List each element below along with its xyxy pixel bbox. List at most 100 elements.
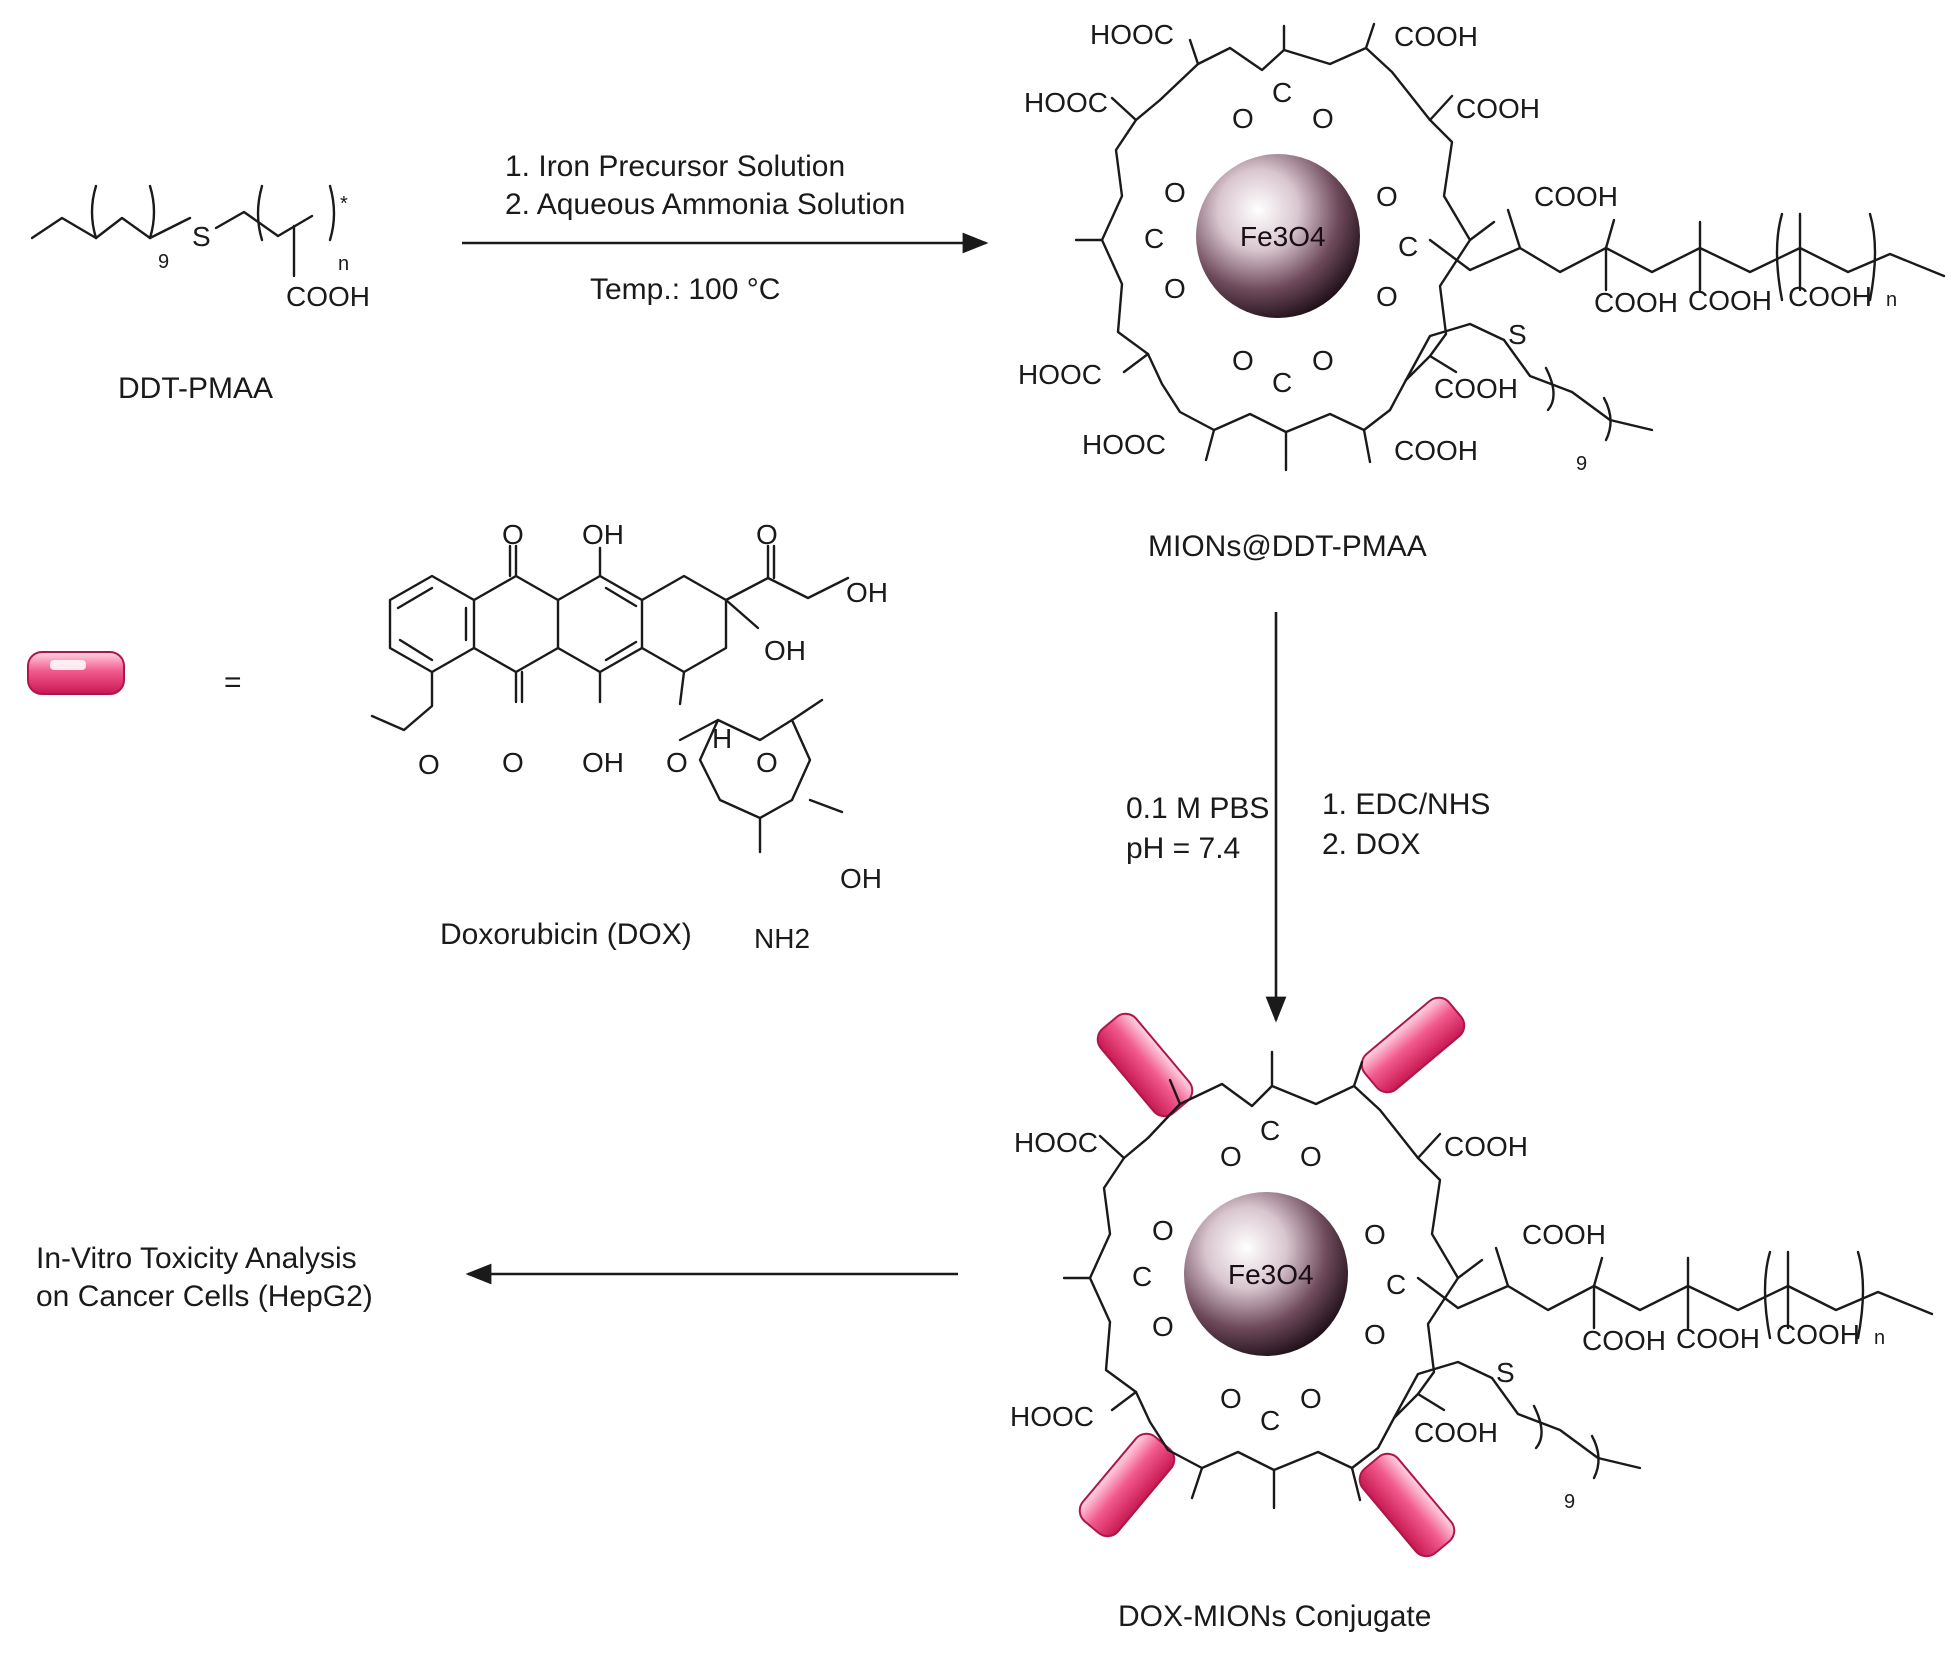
mions-label: MIONs@DDT-PMAA (1148, 530, 1427, 563)
dox-name-label: Doxorubicin (DOX) (440, 918, 692, 951)
conj-hooc-1: HOOC (1014, 1127, 1098, 1158)
step2-arrow-group: 0.1 M PBS pH = 7.4 1. EDC/NHS 2. DOX (1126, 612, 1490, 1023)
mions-o-top-right: O (1312, 103, 1334, 134)
mions-nanoparticle (1196, 154, 1360, 318)
star-marker: * (340, 193, 348, 215)
conj-subscript-n: n (1874, 1327, 1885, 1349)
mions-hooc-4: HOOC (1082, 429, 1166, 460)
mions-cooh-3: COOH (1394, 435, 1478, 466)
sulfur-atom: S (192, 221, 211, 252)
step1-line2: 2. Aqueous Ammonia Solution (505, 188, 905, 221)
step2-right-line1: 1. EDC/NHS (1322, 788, 1490, 821)
dox-legend: = (27, 651, 242, 699)
mions-o-top-left: O (1232, 103, 1254, 134)
conj-o-bottom-right: O (1300, 1383, 1322, 1414)
dox-marker-highlight (50, 660, 86, 670)
conjugate-dox-marker-4 (1358, 1452, 1456, 1558)
conj-o-right-top: O (1364, 1219, 1386, 1250)
mions-tail-cooh-top: COOH (1534, 181, 1618, 212)
mions-hooc-2: HOOC (1024, 87, 1108, 118)
mions-o-bottom-left: O (1232, 345, 1254, 376)
mions-carbon-right: C (1398, 231, 1418, 262)
ddt-cooh: COOH (286, 281, 370, 312)
step1-temp: Temp.: 100 °C (590, 273, 780, 306)
conj-o-top-right: O (1300, 1141, 1322, 1172)
dox-o-2: O (756, 519, 778, 550)
conj-o-left-bottom: O (1152, 1311, 1174, 1342)
conj-tail-cooh-2: COOH (1676, 1323, 1760, 1354)
mions-structure: C O O C O O C O O C O O Fe3O4 HOOC COOH … (1018, 19, 1946, 563)
conjugate-structure: C O O C O O C O O C O O Fe3O4 HOOC COOH … (1010, 996, 1934, 1633)
mions-arm-cooh: COOH (1434, 373, 1518, 404)
conj-o-right-bottom: O (1364, 1319, 1386, 1350)
mions-subscript-9: 9 (1576, 453, 1587, 475)
dox-o-3: O (502, 747, 524, 778)
dox-oh-4: OH (582, 747, 624, 778)
mions-subscript-n: n (1886, 289, 1897, 311)
conj-tail-cooh-top: COOH (1522, 1219, 1606, 1250)
doxorubicin-structure: O OH O OH OH H O OH O O O OH NH2 Doxorub… (370, 519, 888, 954)
conj-cooh-1: COOH (1444, 1131, 1528, 1162)
conjugate-label: DOX-MIONs Conjugate (1118, 1600, 1431, 1633)
conj-carbon-top: C (1260, 1115, 1280, 1146)
mions-tail-cooh-2: COOH (1688, 285, 1772, 316)
mions-carbon-left: C (1144, 223, 1164, 254)
mions-o-right-top: O (1376, 181, 1398, 212)
step2-left-line2: pH = 7.4 (1126, 832, 1240, 865)
mions-o-left-top: O (1164, 177, 1186, 208)
step1-arrow-group: 1. Iron Precursor Solution 2. Aqueous Am… (462, 150, 989, 306)
dox-o-methoxy: O (418, 749, 440, 780)
conj-carbon-left: C (1132, 1261, 1152, 1292)
mions-hooc-3: HOOC (1018, 359, 1102, 390)
mions-tail-cooh-3: COOH (1788, 281, 1872, 312)
subscript-n: n (338, 253, 349, 275)
dox-marker-legend (27, 651, 125, 695)
dox-nh2: NH2 (754, 923, 810, 954)
conjugate-dox-marker-1 (1096, 1012, 1194, 1118)
mions-cooh-2: COOH (1456, 93, 1540, 124)
mions-carbon-bottom: C (1272, 367, 1292, 398)
equals-sign: = (224, 666, 242, 699)
step2-right-line2: 2. DOX (1322, 828, 1420, 861)
dox-oh-3: OH (764, 635, 806, 666)
dox-oh-5: OH (840, 863, 882, 894)
conjugate-dox-marker-2 (1360, 996, 1466, 1094)
conj-sulfur: S (1496, 1357, 1515, 1388)
dox-o-1: O (502, 519, 524, 550)
conj-tail-cooh-1: COOH (1582, 1325, 1666, 1356)
conjugate-nanoparticle (1184, 1192, 1348, 1356)
ddt-pmaa-structure: 9 S COOH * n DDT-PMAA (30, 184, 370, 405)
dox-o-glycoside: O (666, 747, 688, 778)
conj-o-left-top: O (1152, 1215, 1174, 1246)
invitro-line2: on Cancer Cells (HepG2) (36, 1280, 373, 1313)
subscript-9: 9 (158, 251, 169, 273)
conj-carbon-bottom: C (1260, 1405, 1280, 1436)
conj-tail-cooh-3: COOH (1776, 1319, 1860, 1350)
mions-o-bottom-right: O (1312, 345, 1334, 376)
dox-h: H (712, 723, 732, 754)
mions-tail-cooh-1: COOH (1594, 287, 1678, 318)
ddt-pmaa-label: DDT-PMAA (118, 372, 273, 405)
conj-carbon-right: C (1386, 1269, 1406, 1300)
mions-fe3o4: Fe3O4 (1240, 221, 1326, 252)
conj-o-bottom-left: O (1220, 1383, 1242, 1414)
dox-oh-2: OH (846, 577, 888, 608)
mions-sulfur: S (1508, 319, 1527, 350)
conj-hooc-2: HOOC (1010, 1401, 1094, 1432)
mions-cooh-1: COOH (1394, 21, 1478, 52)
mions-o-left-bottom: O (1164, 273, 1186, 304)
step1-line1: 1. Iron Precursor Solution (505, 150, 845, 183)
conjugate-fe3o4: Fe3O4 (1228, 1259, 1314, 1290)
step3-arrow-group: In-Vitro Toxicity Analysis on Cancer Cel… (36, 1242, 958, 1313)
mions-carbon-top: C (1272, 77, 1292, 108)
dox-oh-1: OH (582, 519, 624, 550)
step2-left-line1: 0.1 M PBS (1126, 792, 1269, 825)
conj-o-top-left: O (1220, 1141, 1242, 1172)
invitro-line1: In-Vitro Toxicity Analysis (36, 1242, 357, 1275)
conj-arm-cooh: COOH (1414, 1417, 1498, 1448)
mions-o-right-bottom: O (1376, 281, 1398, 312)
conj-subscript-9: 9 (1564, 1491, 1575, 1513)
mions-hooc-1: HOOC (1090, 19, 1174, 50)
dox-o-ring: O (756, 747, 778, 778)
